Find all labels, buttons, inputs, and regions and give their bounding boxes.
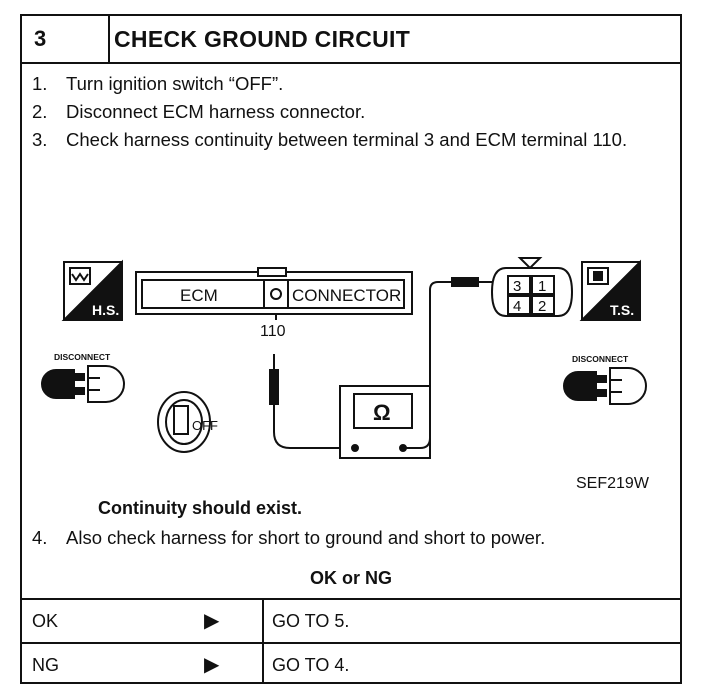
item-number: 3. — [32, 129, 48, 150]
item-text: Check harness continuity between termina… — [66, 129, 628, 150]
instruction-item: 4. Also check harness for short to groun… — [32, 524, 704, 552]
arrow-right-icon: ▶ — [204, 654, 220, 676]
disconnect-left-label: DISCONNECT — [54, 352, 111, 362]
item-text: Also check harness for short to ground a… — [66, 527, 546, 548]
item-number: 2. — [32, 101, 48, 122]
hs-badge-icon: H.S. — [61, 259, 123, 321]
instruction-item: 3. Check harness continuity between term… — [32, 126, 672, 154]
item-text: Disconnect ECM harness connector. — [66, 101, 366, 122]
disconnect-plug-icon — [563, 367, 647, 405]
result-label: NG — [32, 655, 59, 675]
disconnect-plug-icon — [41, 365, 125, 403]
result-row-ng: NG ▶ GO TO 4. — [22, 642, 680, 684]
arrow-right-icon: ▶ — [204, 610, 220, 632]
step-title: CHECK GROUND CIRCUIT — [114, 26, 411, 52]
column-divider — [262, 644, 264, 684]
instruction-item: 1. Turn ignition switch “OFF”. — [32, 70, 672, 98]
result-table: OK ▶ GO TO 5. NG ▶ GO TO 4. — [22, 598, 680, 684]
item-number: 1. — [32, 73, 48, 94]
ohmmeter-icon: Ω — [339, 385, 431, 459]
terminal-label: 110 — [260, 323, 286, 340]
pin-label: 3 — [513, 278, 521, 295]
step-header: 3 CHECK GROUND CIRCUIT — [22, 16, 680, 64]
pin-label: 1 — [538, 278, 546, 295]
wiring-diagram: H.S. T.S. ECM CONNECTOR 110 — [41, 257, 650, 492]
step-number: 3 — [22, 16, 110, 62]
ok-or-ng-heading: OK or NG — [309, 568, 392, 588]
ecm-label: ECM — [180, 286, 218, 305]
result-label: OK — [32, 611, 59, 631]
expected-result: Continuity should exist. — [98, 498, 303, 518]
result-row-ok: OK ▶ GO TO 5. — [22, 600, 680, 642]
harness-connector: 3 1 4 2 — [490, 257, 574, 317]
ts-badge-icon: T.S. — [579, 259, 641, 321]
ignition-key-icon: OFF — [157, 391, 218, 453]
instruction-list: 1. Turn ignition switch “OFF”. 2. Discon… — [32, 70, 672, 154]
procedure-box: 3 CHECK GROUND CIRCUIT 1. Turn ignition … — [20, 14, 682, 684]
disconnect-right-label: DISCONNECT — [572, 354, 629, 364]
result-action: GO TO 4. — [272, 655, 350, 675]
item-number: 4. — [32, 527, 48, 548]
item-text: Turn ignition switch “OFF”. — [66, 73, 284, 94]
pin-label: 4 — [513, 298, 521, 315]
pin-label: 2 — [538, 298, 546, 315]
key-label: OFF — [192, 418, 218, 433]
result-action: GO TO 5. — [272, 611, 350, 631]
instruction-item: 2. Disconnect ECM harness connector. — [32, 98, 672, 126]
ecm-connector: ECM CONNECTOR — [135, 267, 413, 315]
hs-label: H.S. — [92, 302, 119, 318]
figure-code: SEF219W — [576, 475, 650, 492]
ohm-symbol: Ω — [373, 400, 391, 425]
column-divider — [262, 600, 264, 642]
ts-label: T.S. — [610, 302, 634, 318]
connector-label: CONNECTOR — [292, 286, 401, 305]
